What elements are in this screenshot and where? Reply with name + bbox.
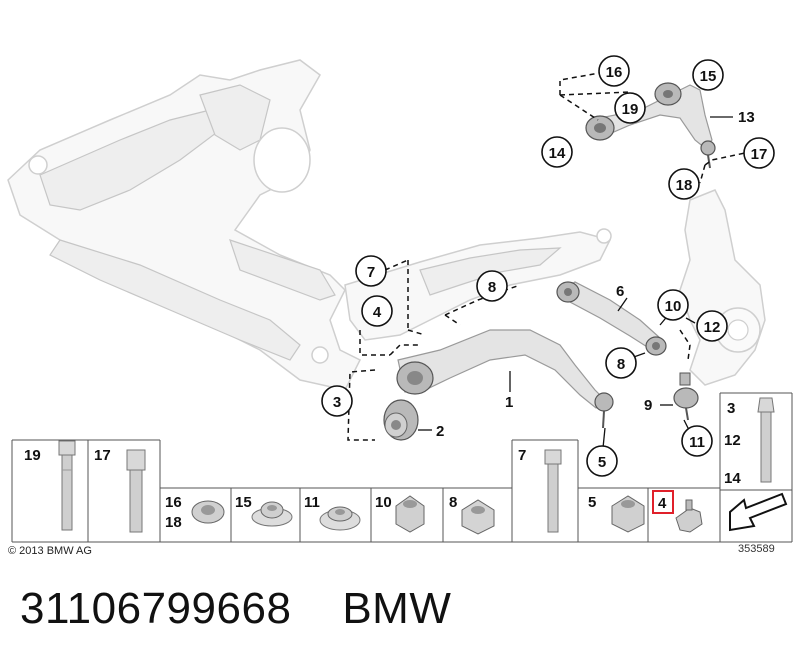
wheel-carrier bbox=[679, 189, 766, 386]
cell-3-label: 3 bbox=[727, 400, 735, 417]
nut-10-image bbox=[395, 495, 425, 533]
diagram-number: 353589 bbox=[738, 543, 775, 555]
callout-17: 17 bbox=[743, 137, 775, 169]
callout-15: 15 bbox=[692, 59, 724, 91]
upper-control-arm bbox=[585, 82, 716, 169]
svg-text:14: 14 bbox=[549, 145, 566, 162]
svg-text:9: 9 bbox=[644, 397, 652, 414]
callout-19: 19 bbox=[614, 92, 646, 124]
callout-18: 18 bbox=[668, 168, 700, 200]
cell-15-label: 15 bbox=[235, 494, 252, 511]
cell-7-label: 7 bbox=[518, 447, 526, 464]
bolt-7-image bbox=[544, 449, 562, 533]
callout-8-upper: 8 bbox=[476, 270, 508, 302]
nut-8-image bbox=[461, 499, 495, 535]
callout-3: 3 bbox=[321, 385, 353, 417]
bolt-17-image bbox=[126, 449, 146, 533]
callout-8-lower: 8 bbox=[605, 347, 637, 379]
callout-6: 6 bbox=[616, 283, 624, 300]
callout-2: 2 bbox=[436, 423, 444, 440]
callout-10: 10 bbox=[657, 289, 689, 321]
callout-4: 4 bbox=[361, 295, 393, 327]
svg-text:12: 12 bbox=[704, 319, 721, 336]
callout-13: 13 bbox=[738, 109, 755, 126]
cell-12-label: 12 bbox=[724, 432, 741, 449]
svg-text:3: 3 bbox=[333, 394, 341, 411]
leader-lines bbox=[418, 116, 733, 449]
svg-text:7: 7 bbox=[367, 264, 375, 281]
callout-7: 7 bbox=[355, 255, 387, 287]
callout-11: 11 bbox=[681, 425, 713, 457]
svg-text:5: 5 bbox=[598, 454, 606, 471]
svg-text:15: 15 bbox=[700, 68, 717, 85]
svg-text:18: 18 bbox=[676, 177, 693, 194]
rubber-mount bbox=[383, 399, 419, 441]
callout-5: 5 bbox=[586, 445, 618, 477]
nut-15-image bbox=[251, 501, 293, 527]
ball-joint bbox=[673, 372, 699, 421]
cell-14-label: 14 bbox=[724, 470, 741, 487]
wishbone bbox=[556, 281, 667, 356]
bolt-19-image bbox=[58, 440, 76, 531]
svg-text:4: 4 bbox=[373, 304, 382, 321]
svg-text:17: 17 bbox=[751, 146, 768, 163]
cell-5-label: 5 bbox=[588, 494, 596, 511]
svg-text:13: 13 bbox=[738, 109, 755, 126]
dashed-leaders bbox=[347, 71, 746, 441]
cell-4-label: 4 bbox=[658, 495, 667, 512]
cell-4-highlight-box bbox=[652, 490, 674, 514]
svg-text:10: 10 bbox=[665, 298, 682, 315]
svg-text:1: 1 bbox=[505, 394, 513, 411]
parts-table-grid bbox=[11, 392, 793, 543]
callout-16: 16 bbox=[598, 55, 630, 87]
cell-10-label: 10 bbox=[375, 494, 392, 511]
cell-19-label: 19 bbox=[24, 447, 41, 464]
callout-9: 9 bbox=[644, 397, 652, 414]
cell-16-label: 16 bbox=[165, 494, 182, 511]
direction-arrow-icon bbox=[724, 492, 790, 540]
cell-11-label: 11 bbox=[304, 494, 320, 511]
copyright-text: © 2013 BMW AG bbox=[8, 545, 92, 557]
svg-text:6: 6 bbox=[616, 283, 624, 300]
svg-text:19: 19 bbox=[622, 101, 639, 118]
tension-strut bbox=[396, 329, 614, 429]
nut-5-image bbox=[611, 495, 645, 533]
callout-1: 1 bbox=[505, 394, 513, 411]
cell-18-label: 18 bbox=[165, 514, 182, 531]
part-caption: 31106799668 BMW bbox=[20, 584, 451, 634]
cell-17-label: 17 bbox=[94, 447, 111, 464]
svg-text:8: 8 bbox=[488, 279, 496, 296]
callout-12: 12 bbox=[696, 310, 728, 342]
svg-text:16: 16 bbox=[606, 64, 623, 81]
cell-8-label: 8 bbox=[449, 494, 457, 511]
clip-4-image bbox=[675, 499, 703, 533]
nut-16-image bbox=[191, 500, 225, 524]
svg-text:11: 11 bbox=[689, 434, 705, 451]
part-number: 31106799668 bbox=[20, 584, 292, 633]
svg-text:2: 2 bbox=[436, 423, 444, 440]
svg-text:8: 8 bbox=[617, 356, 625, 373]
callout-14: 14 bbox=[541, 136, 573, 168]
nut-11-image bbox=[319, 506, 361, 531]
bolt-3-image bbox=[757, 397, 775, 483]
brand-name: BMW bbox=[342, 584, 452, 633]
